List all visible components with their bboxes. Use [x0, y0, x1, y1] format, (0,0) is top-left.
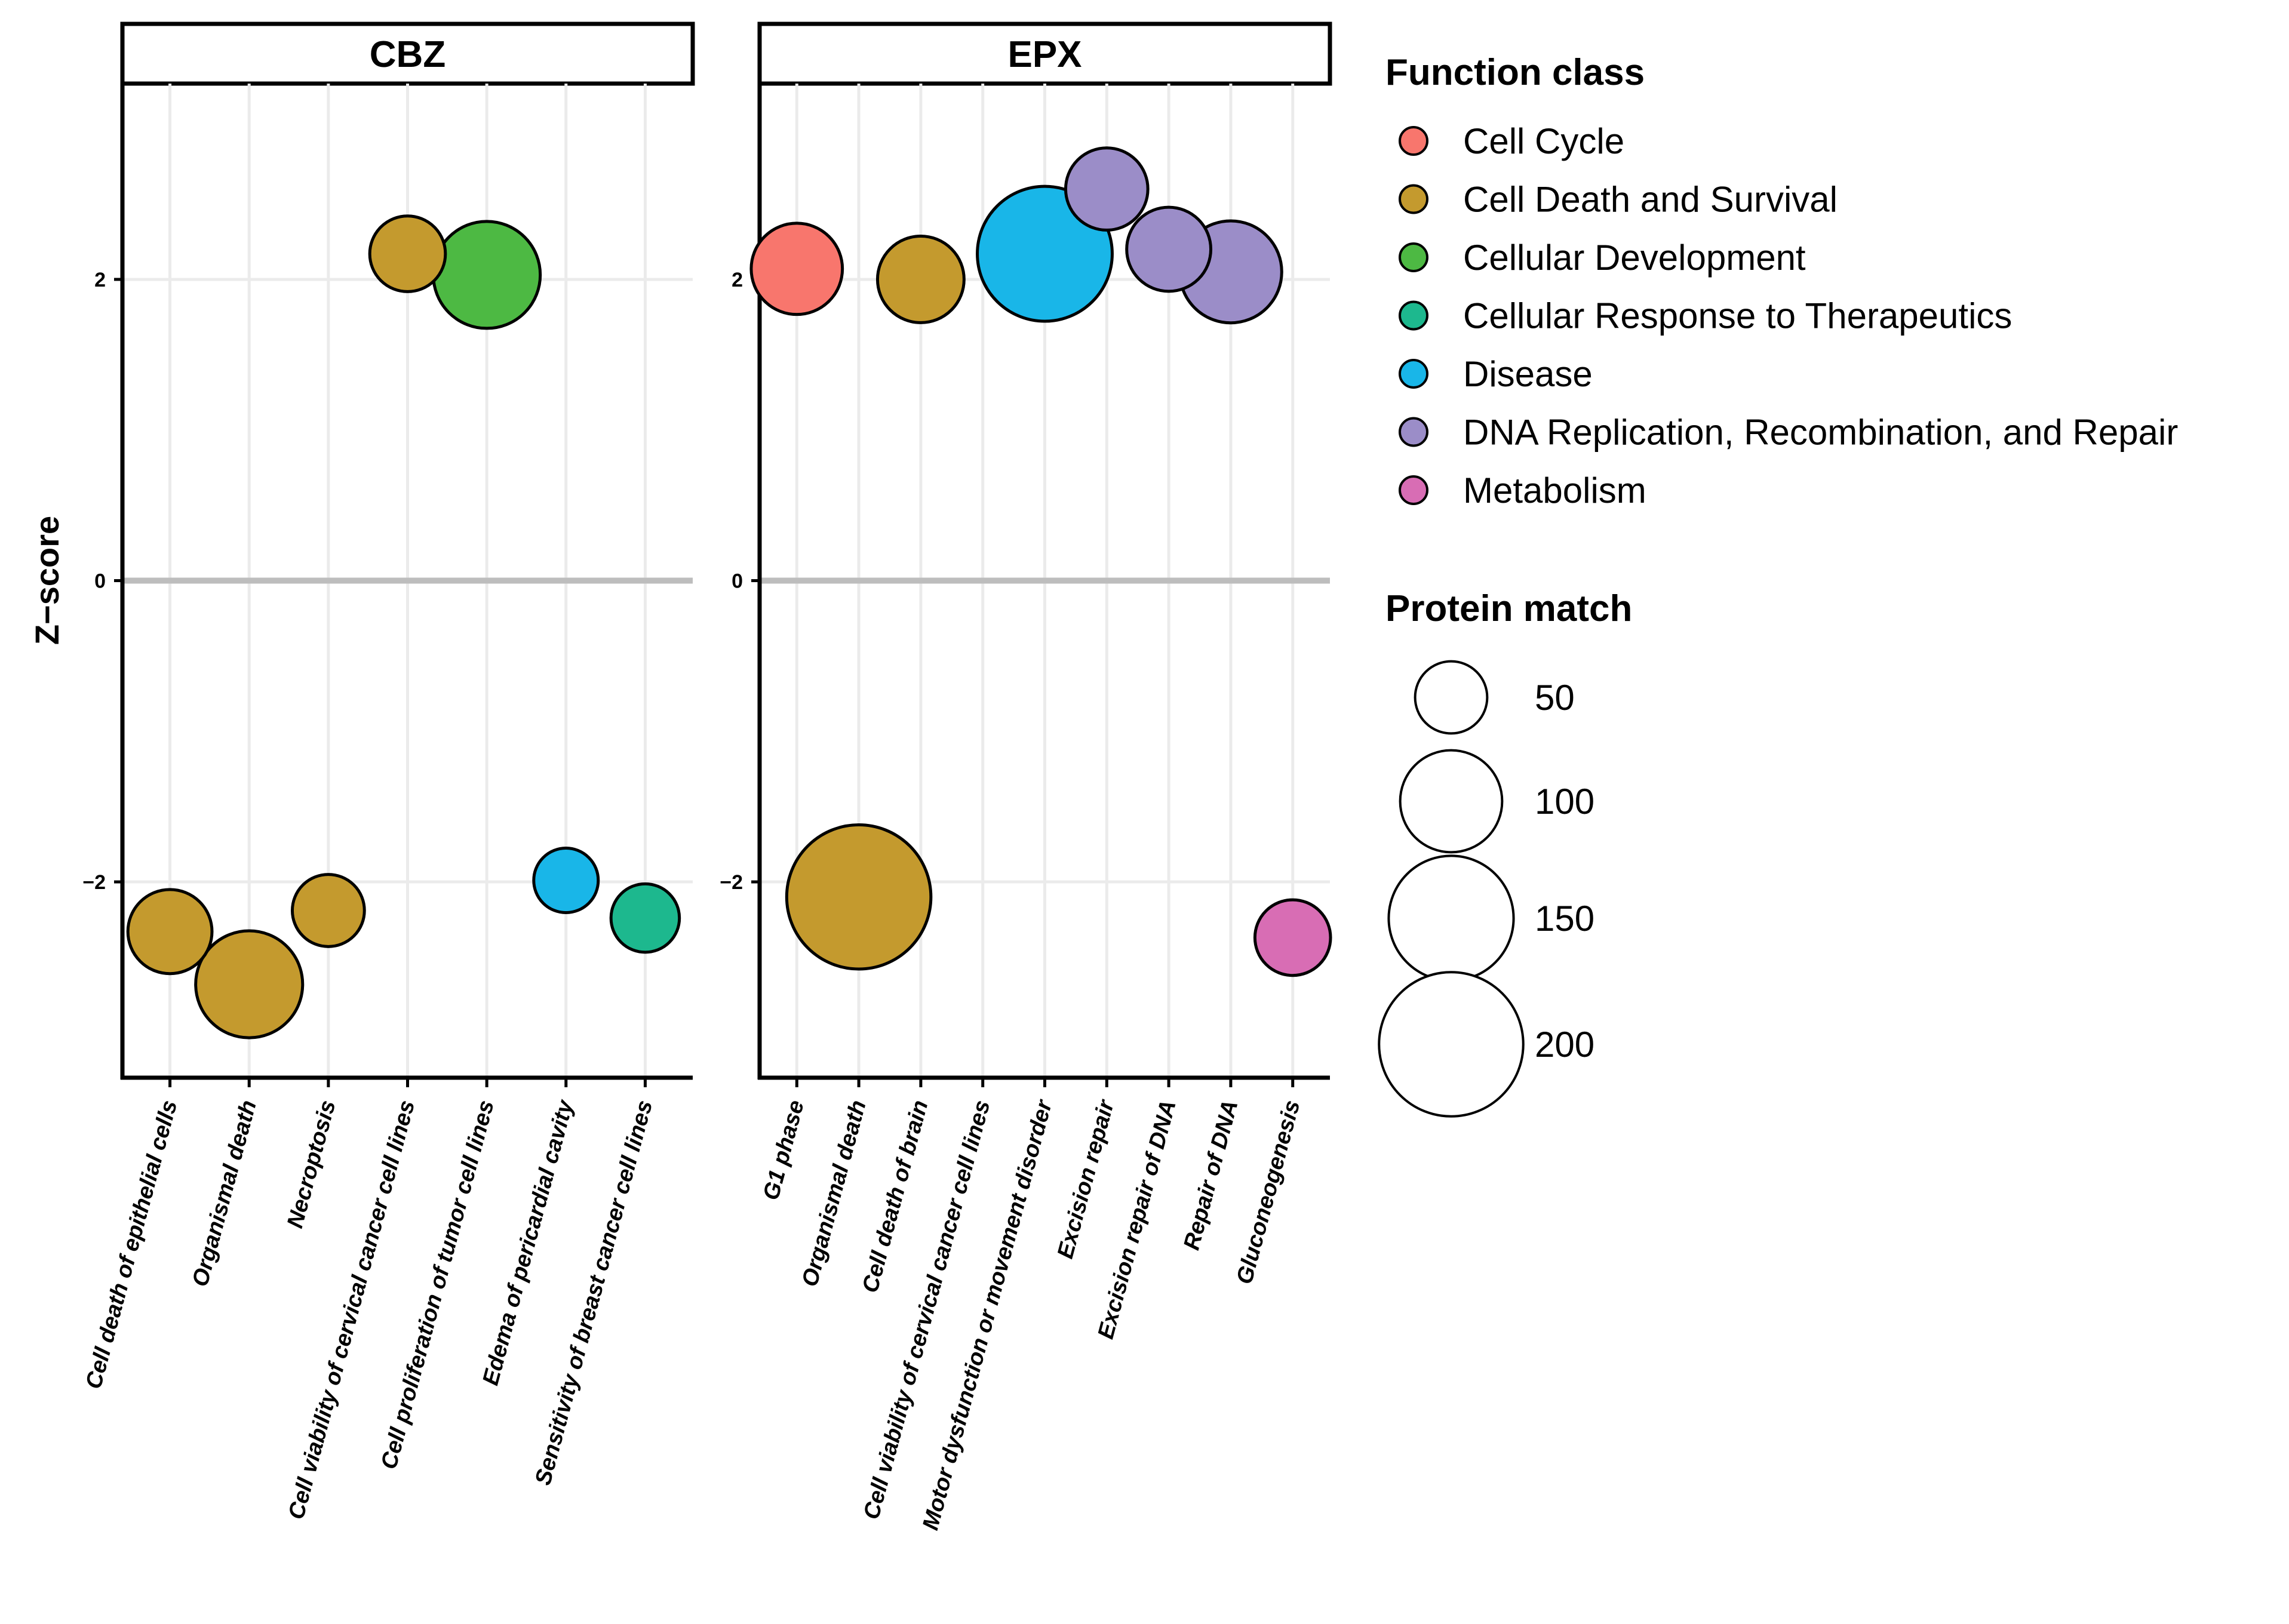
data-bubble — [1125, 205, 1213, 293]
data-bubble — [1253, 898, 1332, 977]
legend-label: Cell Cycle — [1463, 121, 1624, 161]
legend-size-circle — [1414, 660, 1489, 735]
legend-size-circle — [1378, 971, 1525, 1118]
x-tick-label: Organismal death — [188, 1097, 262, 1289]
data-bubble — [609, 882, 681, 954]
y-tick-label: 0 — [732, 570, 743, 593]
legend-size-label: 50 — [1535, 678, 1575, 718]
legend-size-circle — [1387, 854, 1515, 982]
legend-label: DNA Replication, Recombination, and Repa… — [1463, 413, 2178, 453]
y-tick-label: −2 — [82, 871, 106, 894]
legend-label: Cellular Development — [1463, 238, 1806, 278]
y-tick-label: 2 — [732, 269, 743, 291]
legend-label: Metabolism — [1463, 470, 1646, 510]
legend-swatch — [1399, 242, 1428, 272]
data-bubble — [126, 888, 214, 976]
legend-swatch — [1399, 126, 1428, 156]
legend-size-circle — [1399, 749, 1504, 854]
data-bubble — [785, 823, 933, 971]
legend-size-label: 100 — [1535, 782, 1594, 822]
data-bubble — [1064, 146, 1150, 232]
data-bubble — [749, 222, 844, 316]
data-bubble — [368, 214, 447, 293]
x-tick-label: Cell death of brain — [858, 1097, 933, 1295]
legend-label: Disease — [1463, 354, 1593, 394]
x-tick-label: Edema of pericardial cavity — [478, 1097, 579, 1388]
legend-swatch — [1399, 359, 1428, 389]
x-tick-label: Excision repair — [1053, 1096, 1120, 1261]
y-axis-title: Z−score — [28, 516, 66, 645]
legend-title-protein-match: Protein match — [1385, 588, 1632, 629]
legend-swatch — [1399, 184, 1428, 214]
x-tick-label: Necroptosis — [282, 1097, 340, 1231]
panel-strip-epx — [757, 21, 1332, 86]
panel-title-epx: EPX — [1007, 34, 1081, 75]
x-tick-label: Gluconeogenesis — [1232, 1097, 1305, 1287]
legend-label: Cell Death and Survival — [1463, 180, 1838, 220]
x-tick-label: Motor dysfunction or movement disorder — [918, 1096, 1057, 1533]
legend-size-label: 200 — [1535, 1025, 1594, 1065]
legend-swatch — [1399, 475, 1428, 505]
x-tick-label: G1 phase — [758, 1097, 809, 1202]
x-tick-label: Repair of DNA — [1179, 1097, 1243, 1253]
y-tick-label: 0 — [94, 570, 106, 593]
panel-strip-cbz — [120, 21, 695, 86]
y-tick-label: 2 — [94, 269, 106, 291]
x-tick-label: Organismal death — [797, 1097, 871, 1289]
x-tick-label: Cell death of epithelial cells — [81, 1097, 183, 1391]
data-bubble — [194, 929, 305, 1039]
x-tick-label: Cell viability of cervical cancer cell l… — [859, 1097, 995, 1522]
data-bubble — [532, 847, 600, 915]
y-tick-label: −2 — [720, 871, 743, 894]
legend-title-function-class: Function class — [1385, 52, 1645, 93]
legend-swatch — [1399, 417, 1428, 447]
data-bubble — [432, 220, 542, 330]
data-bubble — [875, 235, 966, 324]
panel-title-cbz: CBZ — [370, 34, 445, 75]
legend-label: Cellular Response to Therapeutics — [1463, 296, 2012, 336]
legend-swatch — [1399, 300, 1428, 331]
legend-size-label: 150 — [1535, 899, 1594, 939]
data-bubble — [290, 873, 366, 948]
